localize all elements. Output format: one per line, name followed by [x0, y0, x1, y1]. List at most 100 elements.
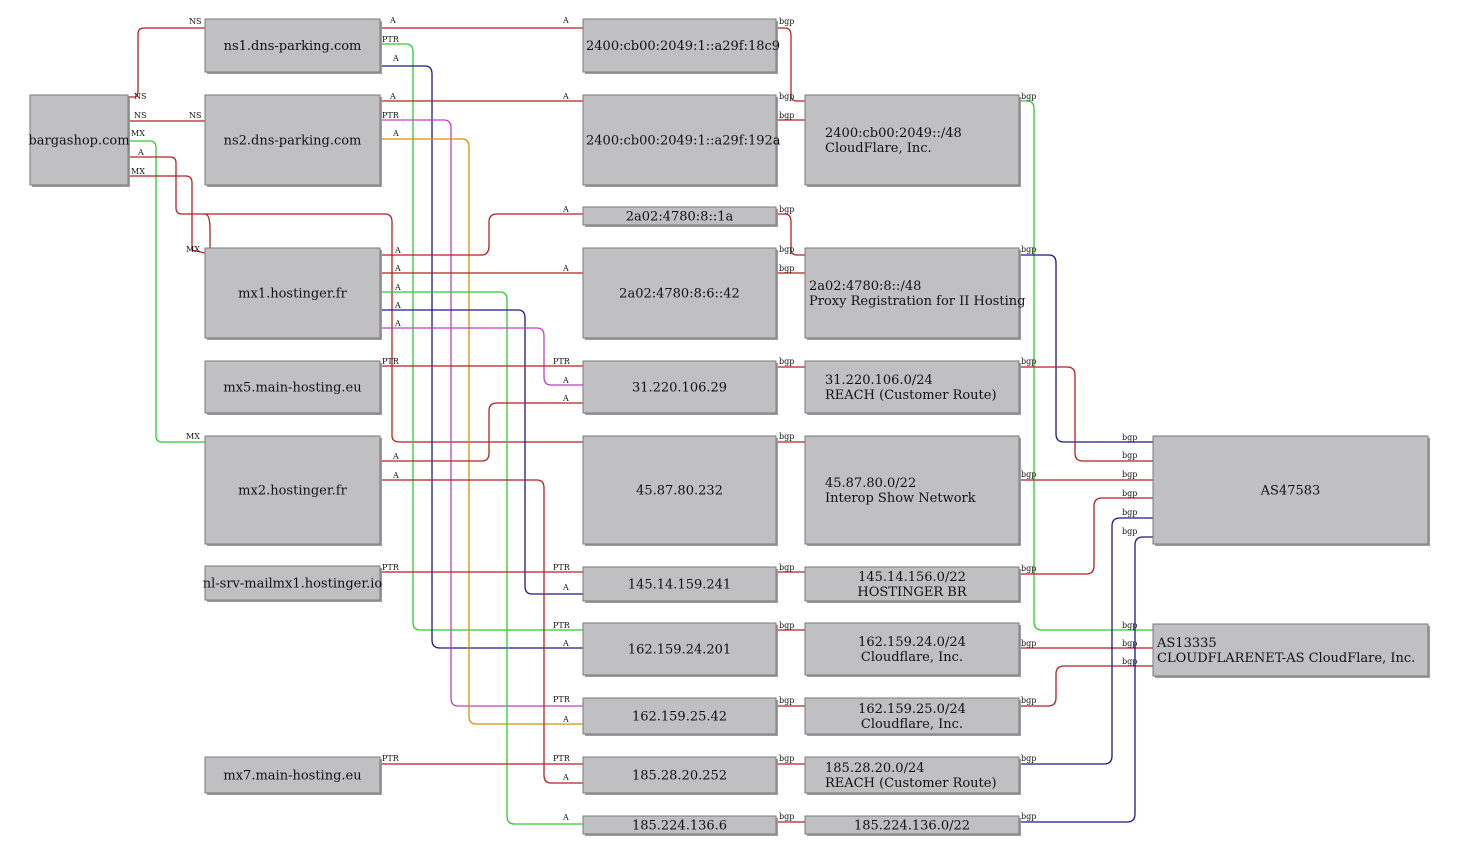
node-box	[804, 756, 1020, 794]
nodes-layer: bargashop.com ns1.dns-parking.com ns2.dns-…	[28, 18, 1430, 836]
edge-label-ptr: PTR	[553, 695, 571, 704]
edge-label-ptr: PTR	[382, 111, 400, 120]
node-box	[804, 697, 1020, 735]
node-ip6d: 2a02:4780:8:6::42	[582, 247, 778, 340]
node-ns1: ns1.dns-parking.com	[204, 18, 382, 74]
edge-label-ptr: PTR	[382, 357, 400, 366]
edge-as-2a02	[1019, 254, 1153, 443]
edge-label-bgp: bgp	[1021, 639, 1036, 648]
edge-label-a: A	[394, 264, 401, 273]
edge-label-bgp: bgp	[779, 432, 794, 441]
node-label: bargashop.com	[28, 134, 129, 149]
edge-label-a: A	[389, 16, 396, 25]
edge-label-a: A	[562, 92, 569, 101]
node-box	[804, 94, 1020, 186]
node-as47583: AS47583	[1152, 435, 1430, 546]
edge-label-a: A	[562, 813, 569, 822]
node-label: 31.220.106.0/24	[825, 373, 933, 388]
edge-label-a: A	[562, 773, 569, 782]
edge-mx2-a185	[380, 479, 583, 784]
edge-label-mx: MX	[131, 129, 145, 138]
node-label: 185.28.20.252	[632, 769, 727, 784]
edge-label-ptr: PTR	[382, 563, 400, 572]
edge-label-a: A	[137, 148, 144, 157]
node-label: nl-srv-mailmx1.hostinger.io	[203, 577, 383, 592]
node-pfx185b: 185.224.136.0/22	[804, 815, 1021, 836]
node-label: 45.87.80.0/22	[825, 476, 916, 491]
node-label: CLOUDFLARENET-AS CloudFlare, Inc.	[1157, 651, 1415, 666]
node-label: 2400:cb00:2049:1::a29f:192a	[586, 134, 781, 149]
node-box	[204, 94, 381, 186]
node-ip162b: 162.159.25.42	[582, 697, 778, 736]
node-box	[204, 565, 381, 601]
edge-label-ptr: PTR	[382, 35, 400, 44]
edge-label-a: A	[562, 583, 569, 592]
edge-ns1-ptr	[380, 43, 583, 631]
node-ip162a: 162.159.24.201	[582, 622, 778, 677]
edge-as-162b	[1019, 665, 1153, 707]
edge-label-ptr: PTR	[553, 621, 571, 630]
edge-label-a: A	[562, 639, 569, 648]
node-box	[582, 756, 777, 794]
node-box	[582, 247, 777, 339]
edge-label-ptr: PTR	[382, 754, 400, 763]
node-label: ns1.dns-parking.com	[224, 39, 362, 54]
edge-label-bgp: bgp	[1122, 489, 1137, 498]
edge-label-bgp: bgp	[779, 812, 794, 821]
node-label: 162.159.24.201	[628, 643, 731, 658]
node-label: 162.159.25.0/24	[858, 702, 966, 717]
node-label: 2400:cb00:2049:1::a29f:18c9	[586, 39, 780, 54]
node-label: Interop Show Network	[825, 491, 976, 506]
node-box	[804, 566, 1020, 602]
edge-label-bgp: bgp	[1122, 639, 1137, 648]
edge-mx1-a185b	[380, 291, 583, 825]
edge-mx2-a31	[380, 402, 583, 462]
node-label: 185.28.20.0/24	[825, 761, 925, 776]
edge-bg-45	[205, 213, 583, 443]
edge-label-bgp: bgp	[779, 92, 794, 101]
edge-mx1-a31	[380, 327, 583, 386]
edge-label-bgp: bgp	[1021, 696, 1036, 705]
edge-label-bgp: bgp	[1122, 527, 1137, 536]
edge-label-bgp: bgp	[779, 264, 794, 273]
edge-label-bgp: bgp	[779, 205, 794, 214]
node-label: mx2.hostinger.fr	[238, 484, 347, 499]
edge-mx1-a6c	[380, 213, 583, 256]
edge-label-a: A	[394, 283, 401, 292]
edge-label-ns: NS	[134, 92, 146, 101]
node-box	[582, 18, 777, 73]
edge-label-bgp: bgp	[779, 621, 794, 630]
node-label: mx7.main-hosting.eu	[223, 769, 361, 784]
node-box	[204, 756, 381, 794]
edge-label-ns: NS	[189, 111, 201, 120]
node-label: ns2.dns-parking.com	[224, 134, 362, 149]
node-label: 185.224.136.6	[632, 819, 727, 834]
edge-as-31	[1019, 366, 1153, 462]
node-label: 2a02:4780:8::/48	[809, 279, 921, 294]
edge-as-185a	[1019, 517, 1153, 765]
node-label: CloudFlare, Inc.	[825, 141, 932, 156]
node-label: 2a02:4780:8:6::42	[619, 287, 740, 302]
edge-ns2-a	[380, 138, 583, 725]
edge-as-185b	[1019, 536, 1153, 823]
node-box	[804, 815, 1020, 835]
edge-label-bgp: bgp	[779, 111, 794, 120]
node-mx7: mx7.main-hosting.eu	[204, 756, 382, 795]
edge-label-a: A	[562, 376, 569, 385]
node-label: 145.14.159.241	[628, 578, 731, 593]
node-ip45: 45.87.80.232	[582, 435, 778, 546]
node-label: mx5.main-hosting.eu	[223, 381, 361, 396]
node-box	[29, 94, 129, 186]
edge-label-bgp: bgp	[1122, 470, 1137, 479]
edge-ns1	[128, 27, 205, 98]
node-ip185b: 185.224.136.6	[582, 815, 778, 836]
edge-label-bgp: bgp	[1021, 754, 1036, 763]
node-label: 145.14.156.0/22	[858, 570, 966, 585]
